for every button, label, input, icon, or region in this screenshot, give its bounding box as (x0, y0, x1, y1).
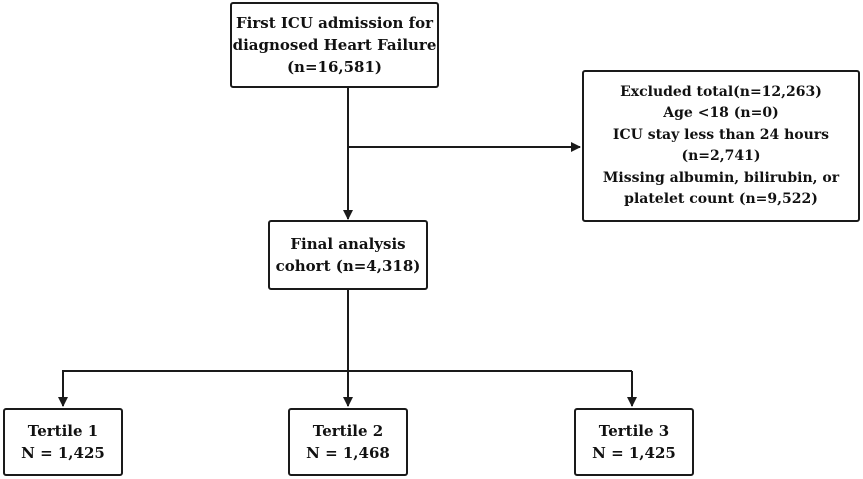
admission-box: First ICU admission for diagnosed Heart … (230, 2, 439, 88)
tertile-1-count: N = 1,425 (21, 444, 105, 462)
excluded-age: Age <18 (n=0) (663, 105, 779, 121)
tertile-3-label: Tertile 3 (598, 422, 670, 440)
final-cohort-box: Final analysis cohort (n=4,318) (268, 220, 428, 290)
tertile-3-count: N = 1,425 (592, 444, 676, 462)
excluded-missing-labs-count: platelet count (n=9,522) (624, 191, 818, 207)
final-cohort-line-1: Final analysis (290, 235, 406, 253)
tertile-1-box: Tertile 1 N = 1,425 (3, 408, 123, 476)
admission-line-1: First ICU admission for (236, 14, 433, 32)
admission-line-2: diagnosed Heart Failure (232, 36, 437, 54)
excluded-total: Excluded total(n=12,263) (620, 83, 822, 100)
admission-line-3: (n=16,581) (286, 58, 383, 76)
excluded-icu-stay: ICU stay less than 24 hours (612, 126, 830, 143)
excluded-missing-labs: Missing albumin, bilirubin, or (602, 169, 840, 186)
tertile-2-count: N = 1,468 (306, 444, 390, 462)
tertile-3-box: Tertile 3 N = 1,425 (574, 408, 694, 476)
excluded-icu-stay-count: (n=2,741) (681, 148, 761, 164)
excluded-box: Excluded total(n=12,263) Age <18 (n=0) I… (582, 70, 860, 222)
tertile-1-label: Tertile 1 (27, 422, 99, 440)
tertile-2-label: Tertile 2 (312, 422, 384, 440)
final-cohort-line-2: cohort (n=4,318) (275, 257, 421, 275)
tertile-2-box: Tertile 2 N = 1,468 (288, 408, 408, 476)
